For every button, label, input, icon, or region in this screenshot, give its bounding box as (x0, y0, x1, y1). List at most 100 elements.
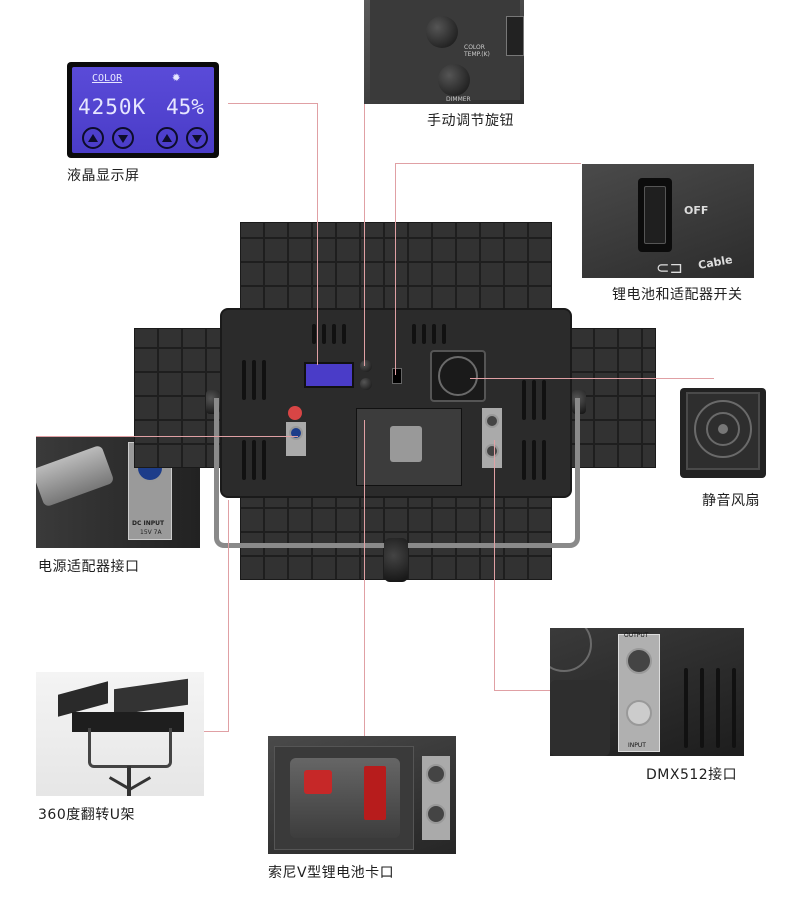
label-switch: 锂电池和适配器开关 (612, 287, 743, 303)
color-temp-knob (426, 16, 458, 48)
lcd-brightness: 45% (166, 95, 204, 119)
vmount-xlr-bottom (426, 804, 446, 824)
switch-photo: OFF Cable ⊂⊐ (582, 164, 754, 278)
cooling-fin (422, 324, 426, 344)
yoke-panel (72, 712, 184, 732)
bright-down-button (186, 127, 208, 149)
dmx-fin (716, 668, 720, 748)
main-light-unit (134, 222, 656, 582)
barndoor-top (240, 222, 552, 310)
cooling-fin (332, 324, 336, 344)
cooling-fin (242, 360, 246, 400)
label-vmount: 索尼V型锂电池卡口 (268, 865, 395, 881)
yoke-barndoor-right (114, 678, 188, 716)
fan-grill (694, 400, 752, 458)
knob-color-label: COLOR TEMP.(K) (464, 44, 490, 58)
yoke-stand-pole (127, 766, 131, 796)
yoke-stand-leg-r (128, 776, 152, 791)
leader-vmount-v (364, 420, 365, 736)
dmx-grip (550, 680, 610, 756)
cooling-fin (312, 324, 316, 344)
leader-switch-h (395, 163, 581, 164)
leader-dmx-v (494, 440, 495, 691)
switch-off-label: OFF (684, 204, 709, 217)
panel-dmx-out (485, 414, 499, 428)
cooling-fin (522, 380, 526, 420)
label-dmx: DMX512接口 (646, 767, 738, 783)
knob-dimmer-label: DIMMER (446, 96, 471, 103)
lcd-temp: 4250K (78, 95, 147, 119)
label-yoke: 360度翻转U架 (38, 807, 135, 823)
leader-dmx-h (494, 690, 550, 691)
yoke-u-bracket (88, 728, 172, 768)
knob-side-plate (506, 16, 524, 56)
cooling-fin (532, 380, 536, 420)
dmx-fin (684, 668, 688, 748)
panel-power-indicator (288, 406, 302, 420)
bright-up-button (156, 127, 178, 149)
lcd-mode: COLOR (92, 73, 123, 84)
cooling-fin (542, 380, 546, 420)
dimmer-knob (438, 64, 470, 96)
leader-switch-v (395, 163, 396, 375)
cooling-fin (262, 440, 266, 480)
plug-icon: ⊂⊐ (656, 258, 683, 277)
dmx-photo: OUTPUT INPUT (550, 628, 744, 756)
leader-yoke-v (228, 500, 229, 732)
cooling-fin (522, 440, 526, 480)
leader-knob-v (364, 104, 365, 366)
dc-input-text: DC INPUT (132, 520, 165, 527)
battery-badge (364, 766, 386, 820)
panel-dmx-in (485, 444, 499, 458)
leader-lcd-h (228, 103, 318, 104)
dc-rating-text: 15V 7A (140, 529, 162, 536)
leader-fan-h (470, 378, 714, 379)
cooling-fin (262, 360, 266, 400)
battery-logo (304, 770, 332, 794)
cooling-fin (252, 360, 256, 400)
xlr-cable (36, 444, 115, 508)
panel-knob-bottom (360, 378, 372, 390)
fan-hub (718, 424, 728, 434)
switch-rocker (644, 186, 666, 244)
fan-photo (680, 388, 766, 478)
panel-knob-top (360, 360, 372, 372)
dmx-fin (700, 668, 704, 748)
vmount-xlr-top (426, 764, 446, 784)
label-power: 电源适配器接口 (38, 559, 140, 575)
back-panel (220, 308, 572, 498)
cooling-fin (532, 440, 536, 480)
sun-icon: ✹ (172, 69, 181, 85)
switch-cable-label: Cable (697, 253, 734, 272)
label-fan: 静音风扇 (702, 493, 760, 509)
leader-power-h (36, 436, 298, 437)
cooling-fin (342, 324, 346, 344)
yoke-photo (36, 672, 204, 796)
cooling-fin (442, 324, 446, 344)
cooling-fin (432, 324, 436, 344)
dmx-fan-grill (550, 628, 592, 672)
panel-switch (392, 368, 402, 384)
label-knob: 手动调节旋钮 (427, 113, 514, 129)
vmount-photo (268, 736, 456, 854)
label-lcd: 液晶显示屏 (67, 168, 140, 184)
stand-mount (384, 538, 408, 582)
temp-up-button (82, 127, 104, 149)
panel-fan-grill (438, 356, 478, 396)
fan-grill-inner (706, 412, 740, 446)
dmx-output-label: OUTPUT (624, 632, 649, 639)
cooling-fin (412, 324, 416, 344)
leader-lcd-v (317, 103, 318, 365)
lcd-screen: COLOR ✹ 4250K 45% (72, 67, 214, 153)
panel-vmount-slot (390, 426, 422, 462)
cooling-fin (542, 440, 546, 480)
lcd-photo: COLOR ✹ 4250K 45% (67, 62, 219, 158)
temp-down-button (112, 127, 134, 149)
cooling-fin (322, 324, 326, 344)
panel-fan (430, 350, 486, 402)
u-bracket (214, 398, 580, 548)
cooling-fin (242, 440, 246, 480)
dmx-input-label: INPUT (628, 742, 646, 749)
dmx-fin (732, 668, 736, 748)
knob-photo: COLOR TEMP.(K) DIMMER (364, 0, 524, 104)
